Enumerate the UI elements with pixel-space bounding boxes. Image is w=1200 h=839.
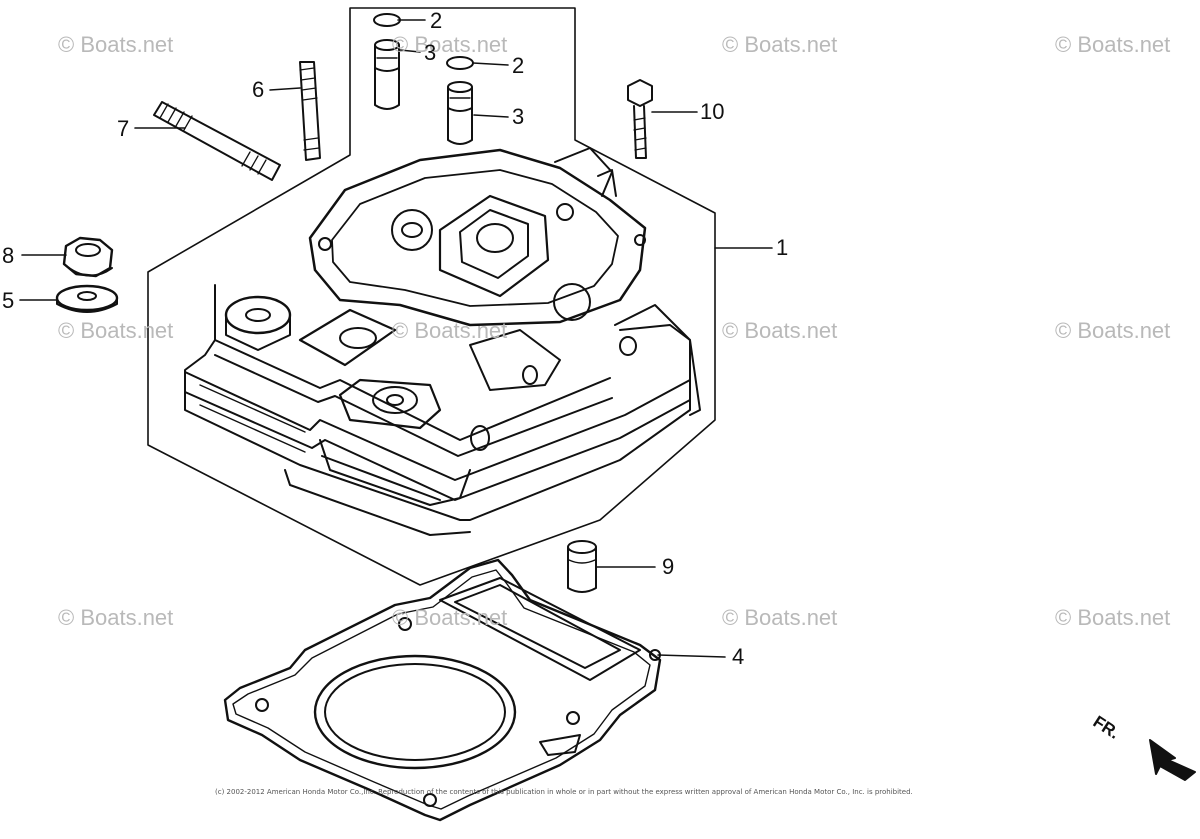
- o-ring-2a: [373, 13, 401, 27]
- stud-bolt-7: [153, 101, 281, 181]
- callout-7: 7: [117, 116, 130, 141]
- callout-8: 8: [2, 243, 15, 268]
- callout-5: 5: [2, 288, 15, 313]
- watermark-6: © Boats.net: [392, 318, 508, 343]
- valve-guide-3b: [447, 81, 473, 145]
- leader-lines: [19, 19, 773, 658]
- flange-nut-8: [62, 236, 114, 278]
- watermark-1: © Boats.net: [58, 32, 174, 57]
- callout-9: 9: [662, 554, 675, 579]
- watermark-12: © Boats.net: [1055, 605, 1171, 630]
- watermark-10: © Boats.net: [392, 605, 508, 630]
- watermark-4: © Boats.net: [1055, 32, 1171, 57]
- valve-guide-3a: [374, 39, 400, 110]
- callout-4: 4: [732, 644, 745, 669]
- dowel-pin-9: [567, 540, 597, 593]
- callout-2a: 2: [430, 8, 443, 33]
- o-ring-2b: [446, 56, 474, 70]
- callout-6: 6: [252, 77, 265, 102]
- callout-10: 10: [700, 99, 725, 124]
- watermark-3: © Boats.net: [722, 32, 838, 57]
- watermark-9: © Boats.net: [58, 605, 174, 630]
- bolt-10: [627, 79, 653, 159]
- callout-3b: 3: [512, 104, 525, 129]
- callout-3a: 3: [424, 40, 437, 65]
- head-gasket-4: [223, 558, 662, 822]
- washer-5: [55, 284, 119, 313]
- front-direction-arrow: [1149, 739, 1196, 781]
- assembly-frame: [147, 7, 716, 586]
- watermark-7: © Boats.net: [722, 318, 838, 343]
- watermark-5: © Boats.net: [58, 318, 174, 343]
- watermark-11: © Boats.net: [722, 605, 838, 630]
- copyright-footer: (c) 2002-2012 American Honda Motor Co.,I…: [215, 788, 913, 796]
- cylinder-head: [184, 147, 701, 536]
- watermark-2: © Boats.net: [392, 32, 508, 57]
- stud-bolt-6: [299, 61, 321, 161]
- watermark-8: © Boats.net: [1055, 318, 1171, 343]
- callout-1: 1: [776, 235, 789, 260]
- callout-2b: 2: [512, 53, 525, 78]
